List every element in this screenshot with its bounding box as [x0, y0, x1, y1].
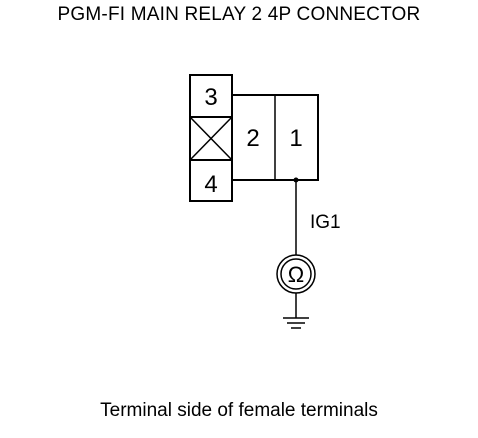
connector-body: [231, 94, 319, 181]
connector-left-column: [189, 74, 233, 202]
empty-cavity-cross-icon: [189, 116, 233, 161]
terminal-1-label: 1: [289, 125, 302, 152]
terminal-2-label: 2: [246, 125, 259, 152]
terminal-4-label: 4: [204, 171, 217, 198]
diagram-title: PGM-FI MAIN RELAY 2 4P CONNECTOR: [57, 4, 421, 25]
ground-icon: [283, 317, 309, 329]
terminal-3-label: 3: [204, 84, 217, 111]
wire-label: IG1: [310, 212, 341, 233]
diagram-caption: Terminal side of female terminals: [100, 400, 378, 421]
ohmmeter-symbol: Ω: [288, 262, 304, 287]
ohmmeter-icon: [276, 254, 316, 294]
